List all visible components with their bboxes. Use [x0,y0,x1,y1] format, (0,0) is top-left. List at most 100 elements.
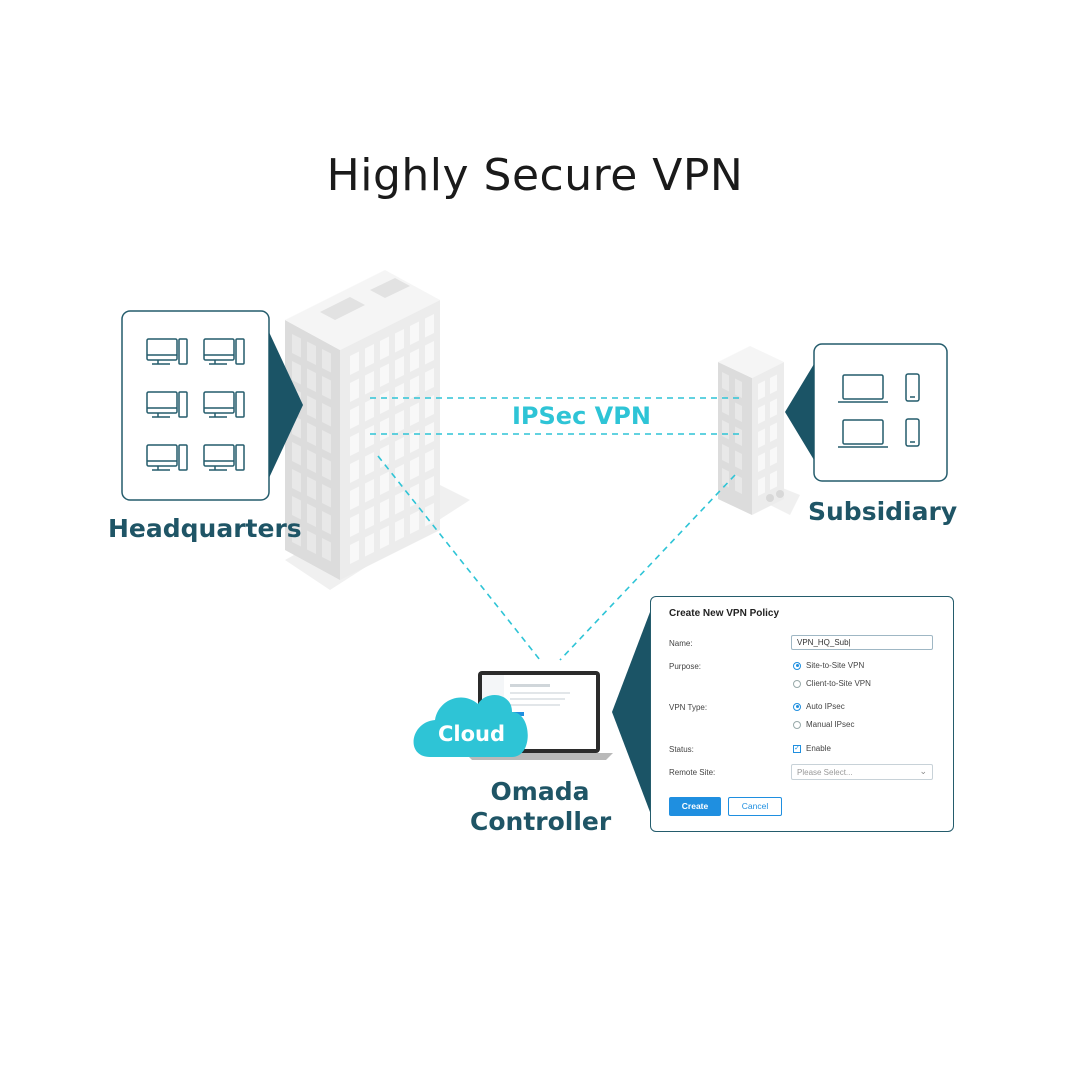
status-option-label: Enable [806,744,831,753]
desktop-computer-icon [146,444,188,471]
desktop-computer-icon [203,338,245,365]
building-window [770,470,777,490]
building-window [380,336,389,360]
remote-site-placeholder: Please Select... [797,768,853,777]
building-window [425,368,434,392]
subsidiary-device-icons [838,373,920,448]
building-window [292,361,301,385]
building-window [758,428,765,448]
building-window [380,498,389,522]
building-window [322,430,331,454]
building-window [395,356,404,380]
building-window [735,450,742,470]
building-window [322,403,331,427]
remote-site-select[interactable]: Please Select... ⌄ [791,764,933,780]
desktop-computer-icon [203,444,245,471]
building-window [410,510,419,534]
desktop-computer-icon [203,391,245,418]
ipsec-vpn-label: IPSec VPN [512,402,651,430]
purpose-option-site-to-site[interactable]: Site-to-Site VPN [793,661,864,670]
building-window [735,474,742,494]
building-window [770,398,777,418]
building-window [758,380,765,400]
building-window [395,464,404,488]
building-window [395,410,404,434]
remote-site-label: Remote Site: [669,768,716,777]
radio-selected-icon[interactable] [793,702,801,711]
checkbox-checked-icon[interactable]: ✓ [793,744,801,753]
hq-building-windows [292,314,434,564]
purpose-option-label: Client-to-Site VPN [806,679,871,688]
purpose-option-client-to-site[interactable]: Client-to-Site VPN [793,679,871,688]
building-window [410,402,419,426]
building-window [365,479,374,503]
building-window [722,444,729,464]
building-window [365,533,374,557]
building-window [770,446,777,466]
building-window [722,372,729,392]
subsidiary-label: Subsidiary [808,497,958,526]
create-button[interactable]: Create [669,797,721,816]
headquarters-label: Headquarters [108,514,302,543]
radio-unselected-icon[interactable] [793,679,801,688]
building-window [735,378,742,398]
chevron-down-icon: ⌄ [919,766,927,776]
vpn-tunnel-lines [370,397,740,661]
building-window [735,402,742,422]
create-vpn-policy-form: Create New VPN Policy Name: VPN_HQ_Sub| … [650,596,954,832]
cancel-button[interactable]: Cancel [728,797,782,816]
desktop-computer-icon [146,338,188,365]
building-window [425,314,434,338]
purpose-option-label: Site-to-Site VPN [806,661,865,670]
subsidiary-building-windows [722,372,777,496]
vpn-type-option-auto[interactable]: Auto IPsec [793,702,845,711]
radio-selected-icon[interactable] [793,661,801,670]
building-window [307,449,316,473]
cloud-icon [413,694,528,757]
subsidiary-device-panel [785,343,948,482]
building-window [425,476,434,500]
page-title: Highly Secure VPN [326,150,744,201]
building-window [307,476,316,500]
vpn-type-option-manual[interactable]: Manual IPsec [793,720,854,729]
building-window [380,471,389,495]
phone-icon [905,373,920,402]
building-window [410,483,419,507]
radio-unselected-icon[interactable] [793,720,801,729]
controller-label-line2: Controller [470,807,612,836]
building-window [410,348,419,372]
form-pointer [612,612,650,812]
building-window [758,452,765,472]
hq-device-panel [121,310,303,501]
omada-controller-label: Omada Controller [470,777,612,837]
building-window [307,341,316,365]
building-window [735,426,742,446]
laptop-icon [838,419,888,448]
building-window [365,371,374,395]
status-enable-checkbox[interactable]: ✓ Enable [793,744,831,753]
status-label: Status: [669,745,694,754]
vpn-type-option-label: Manual IPsec [806,720,855,729]
form-title: Create New VPN Policy [669,608,780,619]
building-window [380,417,389,441]
cloud-label: Cloud [438,722,506,746]
building-window [307,395,316,419]
building-window [292,469,301,493]
controller-label-line1: Omada [490,777,590,806]
building-window [758,476,765,496]
vpn-type-option-label: Auto IPsec [806,702,845,711]
building-window [322,349,331,373]
building-window [307,503,316,527]
building-window [350,405,359,429]
building-window [322,376,331,400]
building-window [365,452,374,476]
building-window [380,390,389,414]
building-window [307,422,316,446]
building-window [322,484,331,508]
building-window [380,444,389,468]
name-input[interactable]: VPN_HQ_Sub| [791,635,933,650]
building-window [770,422,777,442]
phone-icon [905,418,920,447]
building-window [395,329,404,353]
